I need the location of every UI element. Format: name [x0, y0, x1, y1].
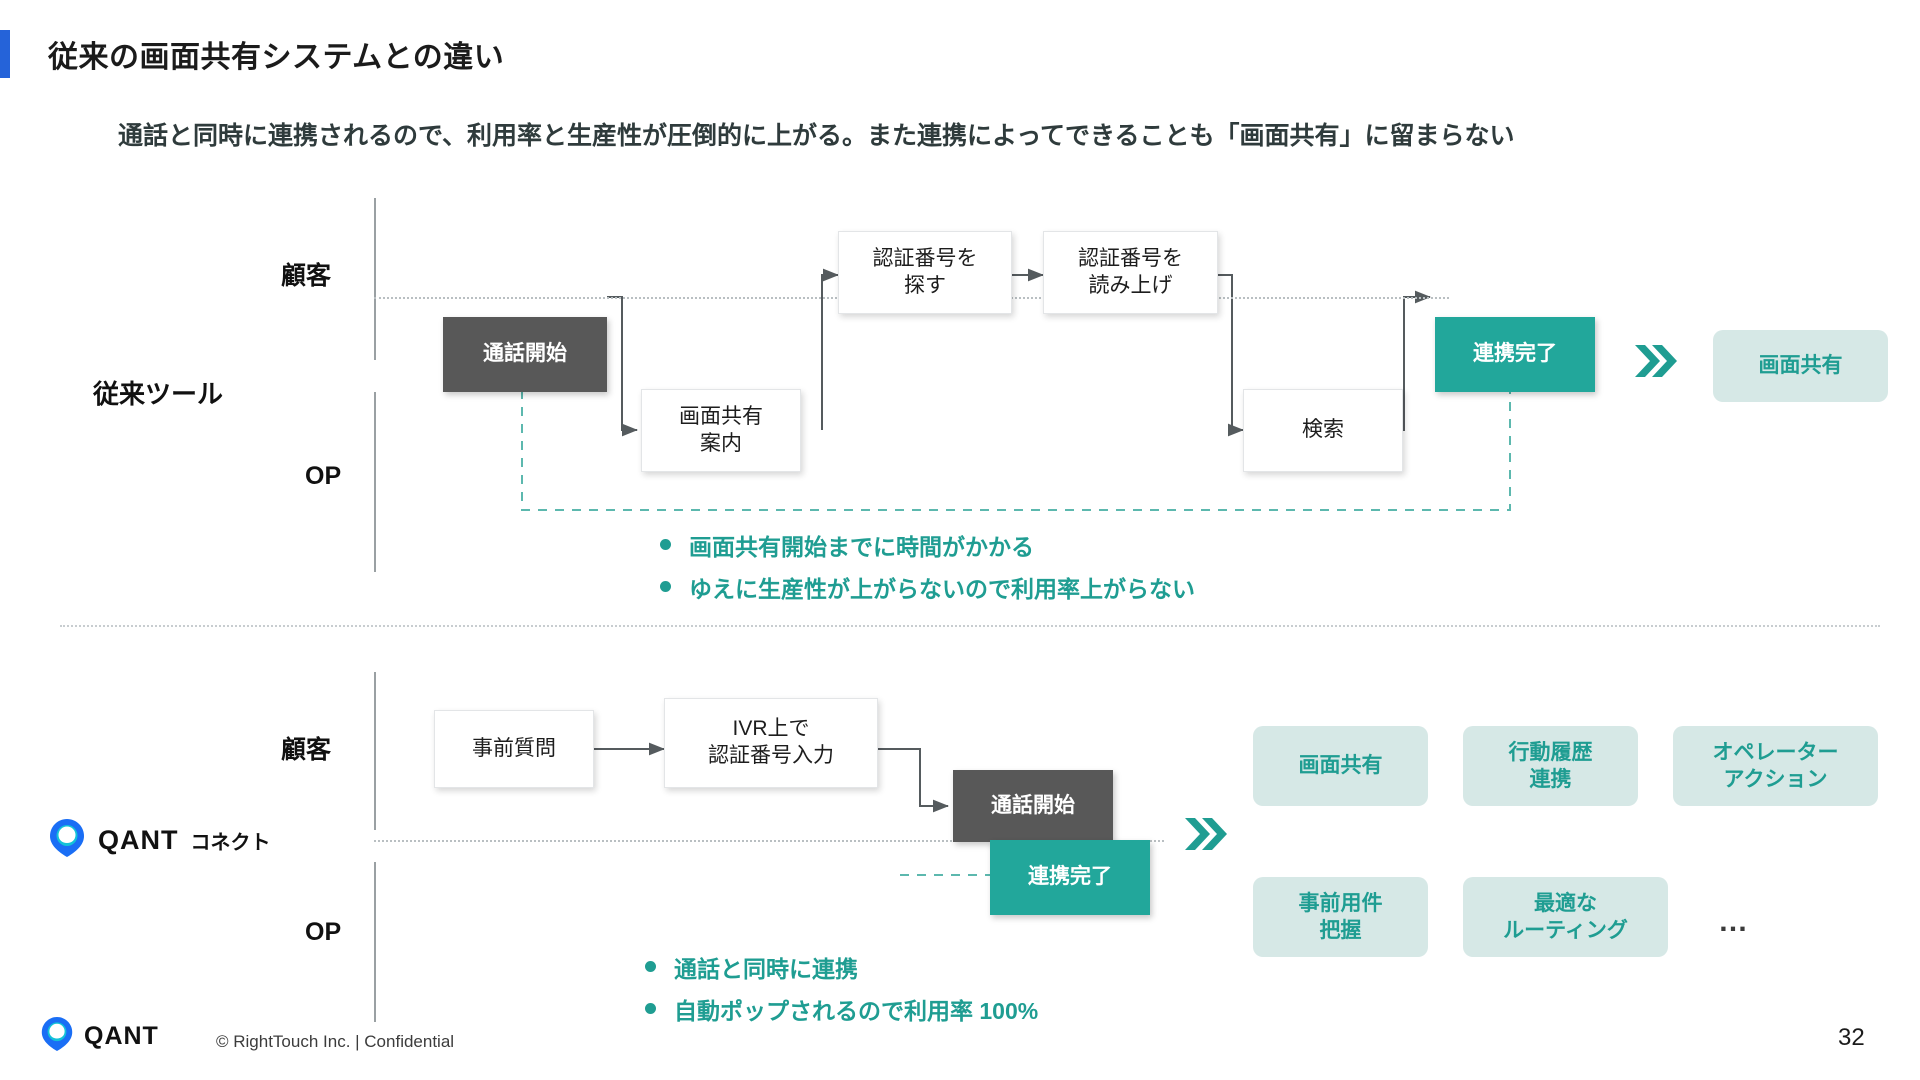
qant-chip-optimal-routing[interactable]: 最適な ルーティング	[1463, 877, 1668, 957]
legacy-bullet-list: 画面共有開始までに時間がかかる ゆえに生産性が上がらないので利用率上がらない	[660, 528, 1195, 612]
legacy-bullet-text: ゆえに生産性が上がらないので利用率上がらない	[689, 576, 1195, 602]
qant-connect-brand: QANT コネクト	[48, 818, 271, 863]
qant-footer-logo-icon	[40, 1016, 74, 1057]
qant-box-link-complete-label: 連携完了	[1028, 865, 1112, 889]
page-number: 32	[1838, 1024, 1865, 1051]
qant-chip-pre-intent[interactable]: 事前用件 把握	[1253, 877, 1428, 957]
legacy-bullet-text: 画面共有開始までに時間がかかる	[689, 534, 1034, 560]
qant-bullet-text: 自動ポップされるので利用率 100%	[674, 998, 1039, 1024]
qant-lane-axis-op	[374, 862, 376, 1022]
qant-bullet-item: 自動ポップされるので利用率 100%	[645, 992, 1038, 1026]
legacy-box-find-auth-number[interactable]: 認証番号を 探す	[838, 231, 1012, 314]
qant-bullet-list: 通話と同時に連携 自動ポップされるので利用率 100%	[645, 950, 1038, 1034]
qant-chip-line1: オペレーター	[1712, 740, 1839, 764]
page-title: 従来の画面共有システムとの違い	[48, 41, 505, 74]
qant-chip-behavior-history[interactable]: 行動履歴 連携	[1463, 726, 1638, 806]
qant-chip-line1: 行動履歴	[1508, 740, 1593, 764]
legacy-lane-label-customer: 顧客	[281, 262, 332, 290]
legacy-result-chip-screen-share[interactable]: 画面共有	[1713, 330, 1888, 402]
qant-chip-screen-share[interactable]: 画面共有	[1253, 726, 1428, 806]
qant-chip-operator-action[interactable]: オペレーター アクション	[1673, 726, 1878, 806]
qant-logo-icon	[48, 818, 86, 863]
legacy-bullet-item: 画面共有開始までに時間がかかる	[660, 528, 1195, 562]
legacy-lane-axis-op	[374, 392, 376, 572]
legacy-box-read-auth-line1: 認証番号を	[1078, 246, 1183, 270]
footer-logo-wordmark: QANT	[84, 1022, 159, 1050]
qant-timeline-dotted	[374, 840, 1164, 842]
qant-chip-line1: 最適な	[1534, 891, 1597, 915]
legacy-box-guide-line1: 画面共有	[679, 404, 763, 428]
title-accent-bar	[0, 30, 10, 78]
legacy-box-find-auth-line2: 探す	[904, 273, 946, 297]
legacy-box-screen-share-guide[interactable]: 画面共有 案内	[641, 389, 801, 472]
qant-chip-line2: 連携	[1529, 768, 1572, 791]
qant-box-pre-question[interactable]: 事前質問	[434, 710, 594, 788]
qant-logo-subword: コネクト	[190, 832, 271, 854]
footer-copyright: © RightTouch Inc. | Confidential	[216, 1032, 455, 1051]
qant-chip-line1: 事前用件	[1298, 891, 1383, 915]
qant-box-call-start-label: 通話開始	[991, 793, 1075, 817]
bullet-dot-icon	[660, 581, 671, 592]
legacy-bullet-item: ゆえに生産性が上がらないので利用率上がらない	[660, 570, 1195, 604]
legacy-box-guide-line2: 案内	[700, 431, 742, 455]
qant-box-ivr-line2: 認証番号入力	[708, 744, 834, 767]
qant-bullet-item: 通話と同時に連携	[645, 950, 1038, 984]
qant-lane-axis-customer	[374, 672, 376, 830]
bullet-dot-icon	[645, 1003, 656, 1014]
qant-double-chevron-icon	[1182, 814, 1228, 859]
qant-chip-line2: 把握	[1319, 919, 1362, 942]
section-divider	[60, 625, 1880, 627]
legacy-side-label: 従来ツール	[93, 379, 224, 409]
bullet-dot-icon	[645, 961, 656, 972]
qant-more-indicator: …	[1718, 905, 1750, 938]
legacy-double-chevron-icon	[1632, 341, 1678, 386]
legacy-box-call-start-label: 通話開始	[483, 342, 567, 366]
qant-logo-wordmark: QANT	[98, 825, 179, 855]
qant-chip-line2: アクション	[1723, 768, 1828, 791]
legacy-box-link-complete[interactable]: 連携完了	[1435, 317, 1595, 392]
qant-box-call-start[interactable]: 通話開始	[953, 770, 1113, 842]
qant-bullet-text: 通話と同時に連携	[674, 956, 858, 982]
legacy-result-chip-label: 画面共有	[1758, 354, 1843, 378]
footer-brand: QANT	[40, 1016, 159, 1057]
legacy-box-read-auth-number[interactable]: 認証番号を 読み上げ	[1043, 231, 1218, 314]
page-subtitle: 通話と同時に連携されるので、利用率と生産性が圧倒的に上がる。また連携によってでき…	[118, 122, 1515, 150]
legacy-box-link-complete-label: 連携完了	[1473, 342, 1557, 366]
qant-box-pre-question-label: 事前質問	[472, 736, 556, 760]
legacy-lane-label-op: OP	[305, 462, 342, 490]
qant-chip-line2: ルーティング	[1503, 919, 1628, 942]
legacy-box-read-auth-line2: 読み上げ	[1088, 273, 1173, 297]
qant-chip-line1: 画面共有	[1298, 754, 1383, 778]
legacy-box-find-auth-line1: 認証番号を	[872, 246, 978, 270]
qant-lane-label-op: OP	[305, 918, 342, 946]
legacy-box-search[interactable]: 検索	[1243, 389, 1403, 472]
qant-box-ivr-line1: IVR上で	[732, 717, 810, 741]
qant-box-link-complete[interactable]: 連携完了	[990, 840, 1150, 915]
qant-box-ivr-input[interactable]: IVR上で 認証番号入力	[664, 698, 878, 788]
legacy-lane-axis-customer	[374, 198, 376, 360]
bullet-dot-icon	[660, 539, 671, 550]
legacy-box-call-start[interactable]: 通話開始	[443, 317, 607, 392]
qant-lane-label-customer: 顧客	[281, 736, 332, 764]
legacy-box-search-label: 検索	[1302, 418, 1344, 442]
